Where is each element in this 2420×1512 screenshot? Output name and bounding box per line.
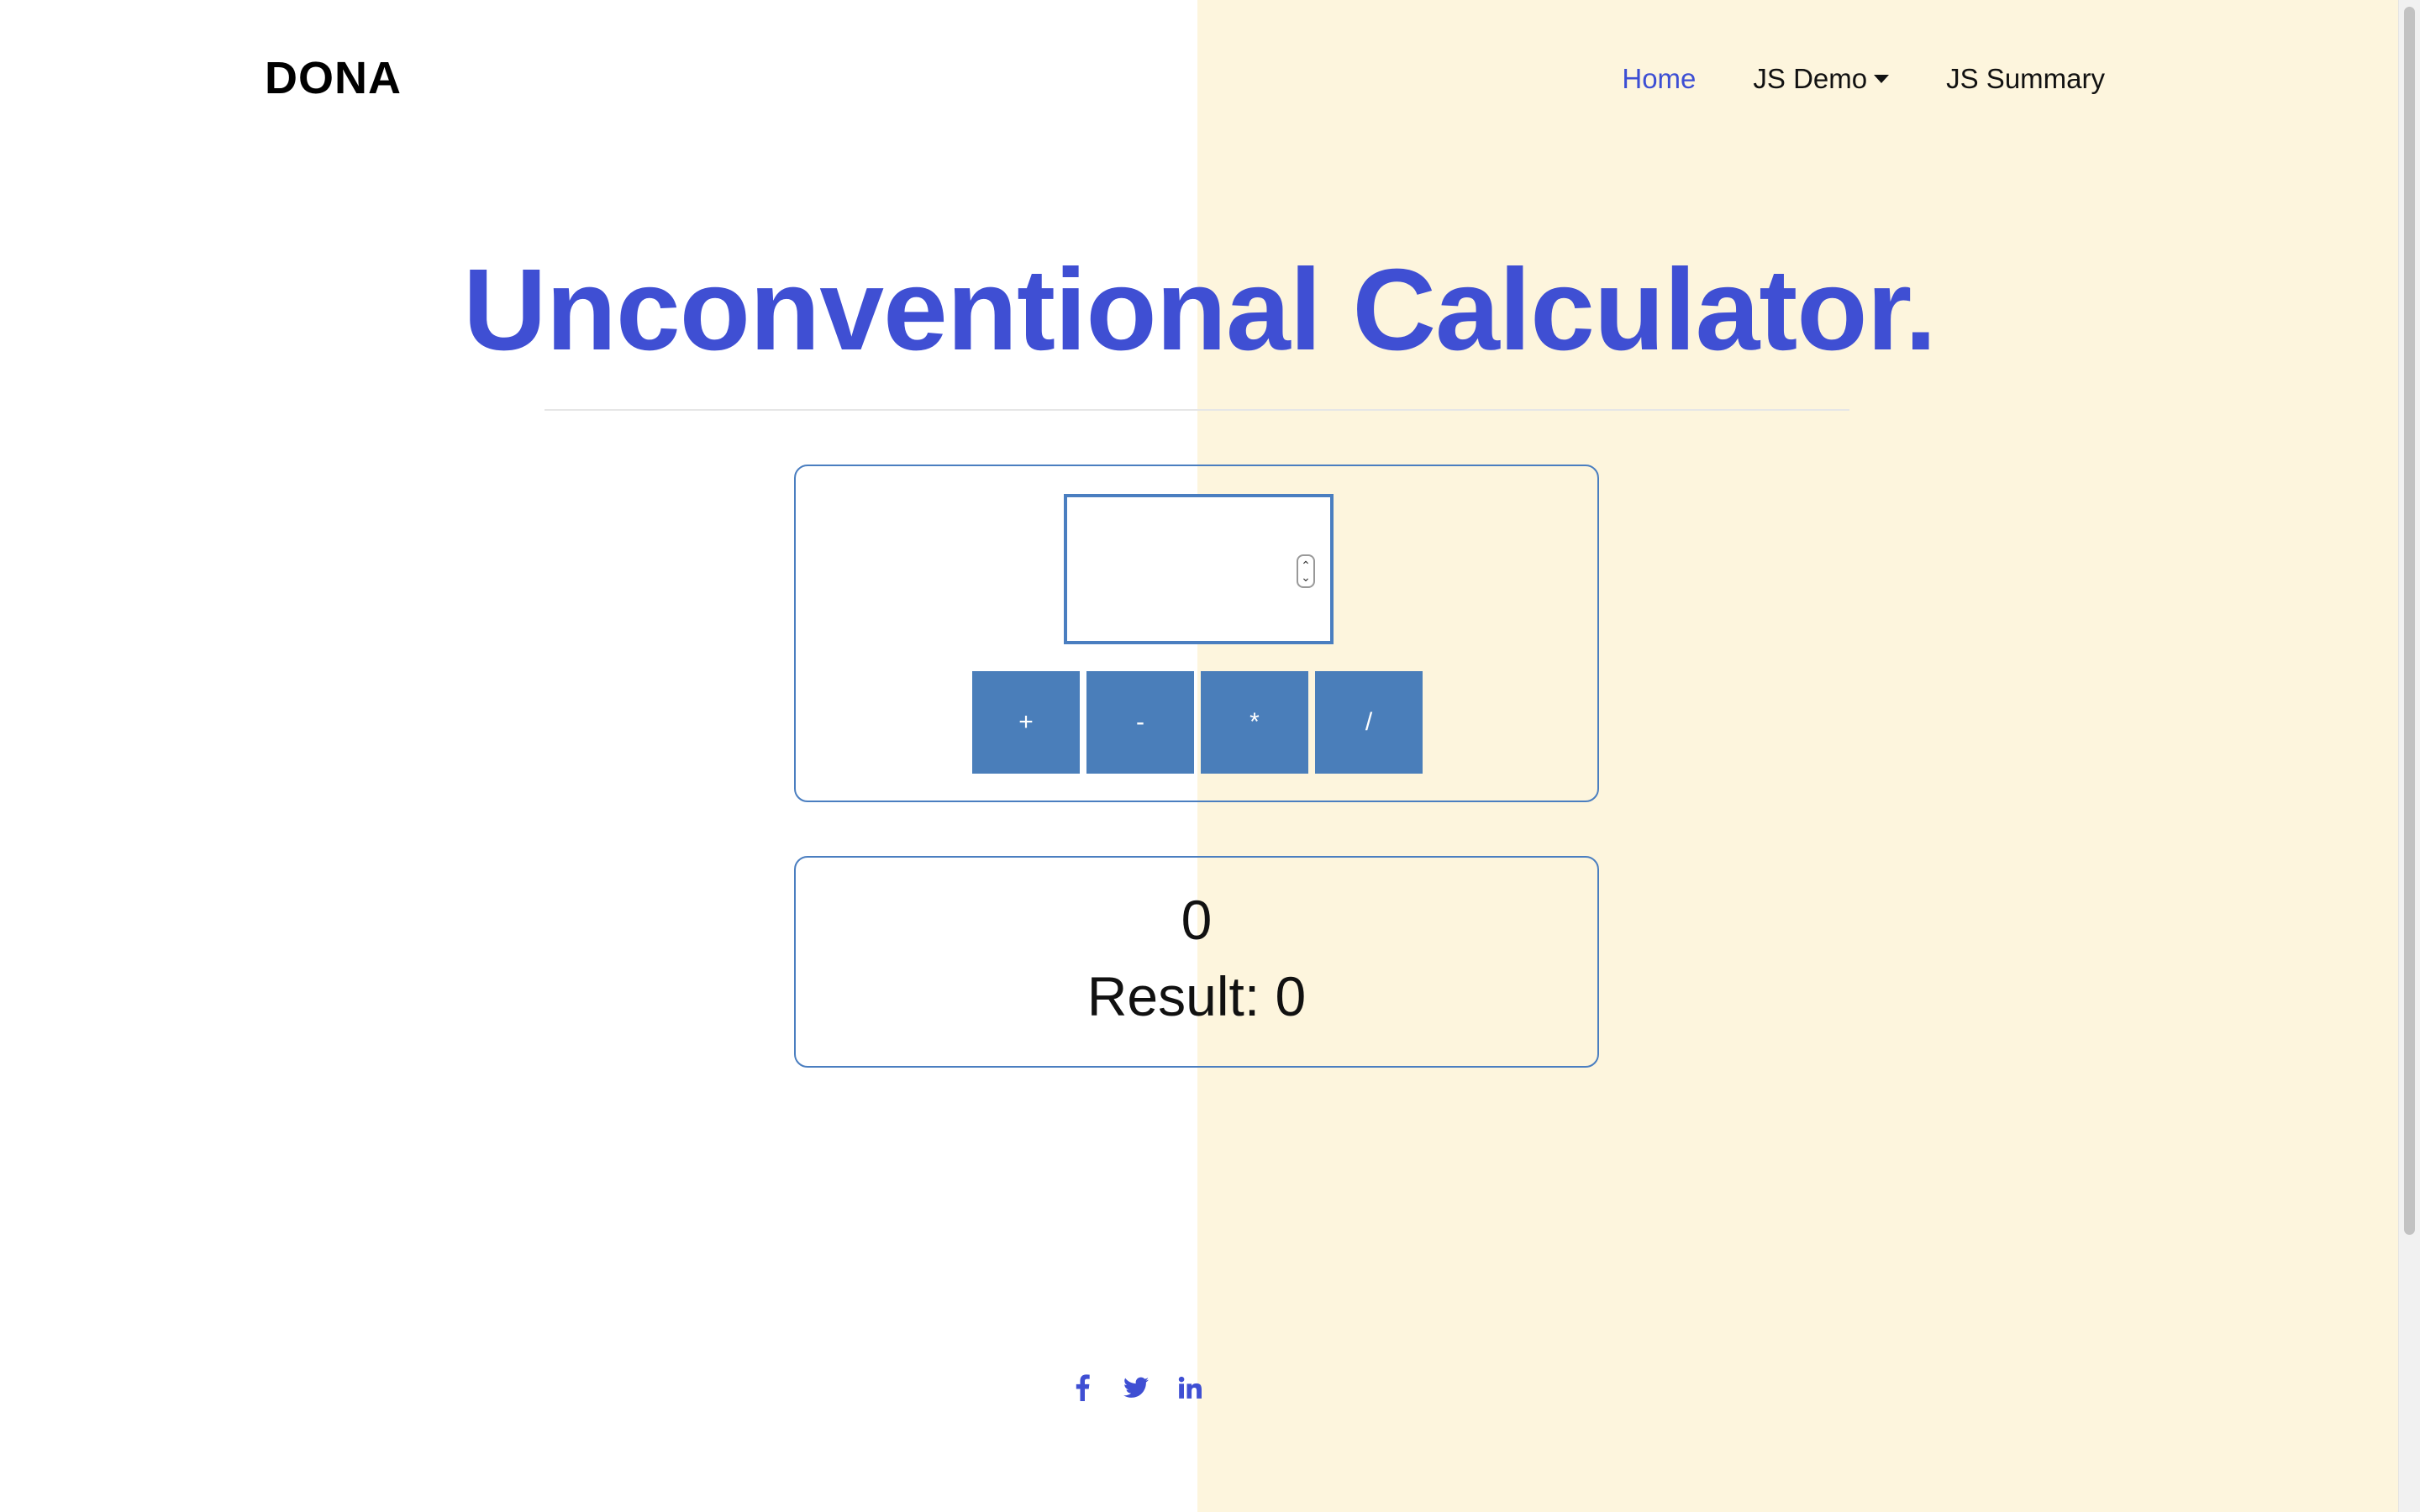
number-input[interactable]: ⌃ ⌄ — [1064, 494, 1334, 644]
divide-button[interactable]: / — [1315, 671, 1423, 774]
vertical-scrollbar[interactable] — [2398, 0, 2420, 1512]
result-text: Result: 0 — [1086, 965, 1307, 1027]
twitter-icon[interactable] — [1123, 1374, 1150, 1401]
title-divider — [544, 409, 1849, 411]
facebook-icon[interactable] — [1069, 1374, 1096, 1401]
operator-buttons: + - * / — [972, 671, 1423, 774]
calculator-card: ⌃ ⌄ + - * / — [794, 465, 1599, 802]
page-title: Unconventional Calculator. — [0, 244, 2399, 377]
number-stepper[interactable]: ⌃ ⌄ — [1297, 554, 1315, 588]
scrollbar-thumb[interactable] — [2404, 7, 2415, 1235]
main-nav: Home JS Demo JS Summary — [1622, 63, 2105, 95]
subtract-button[interactable]: - — [1086, 671, 1194, 774]
linkedin-icon[interactable] — [1176, 1374, 1203, 1401]
page-title-text: Unconventional Calculator. — [463, 245, 1937, 375]
chevron-down-icon[interactable]: ⌄ — [1301, 570, 1311, 584]
nav-home[interactable]: Home — [1622, 63, 1697, 94]
nav-js-summary[interactable]: JS Summary — [1946, 63, 2105, 94]
nav-js-demo-label: JS Demo — [1753, 63, 1868, 94]
output-card: 0 Result: 0 — [794, 856, 1599, 1068]
caret-down-icon — [1874, 75, 1890, 83]
current-value: 0 — [1181, 889, 1213, 951]
nav-js-demo-dropdown[interactable]: JS Demo — [1753, 63, 1890, 95]
add-button[interactable]: + — [972, 671, 1080, 774]
social-links — [1069, 1374, 1203, 1401]
chevron-up-icon[interactable]: ⌃ — [1301, 559, 1311, 572]
brand-logo[interactable]: DONA — [265, 53, 402, 103]
multiply-button[interactable]: * — [1201, 671, 1308, 774]
